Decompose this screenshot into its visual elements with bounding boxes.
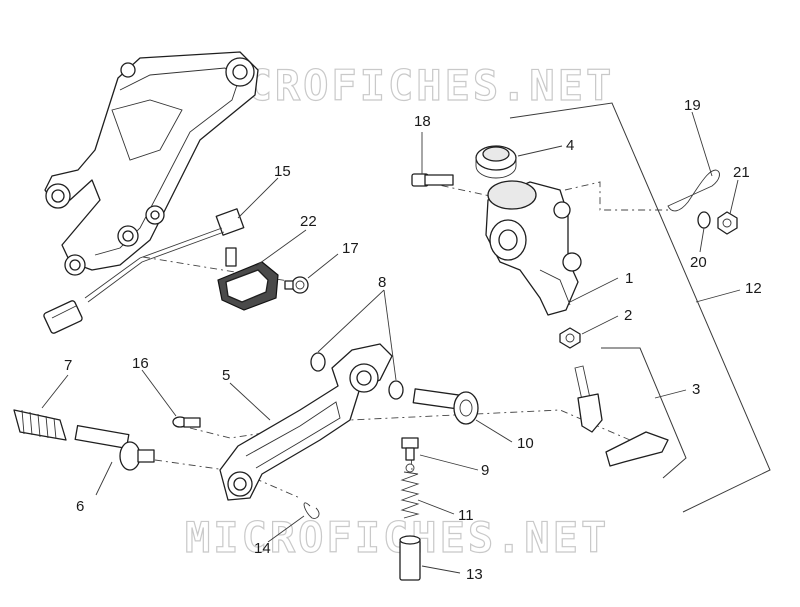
- pivot-bolt-10: [412, 388, 479, 425]
- callout-22: 22: [300, 213, 317, 230]
- callout-9: 9: [481, 462, 489, 479]
- callout-14: 14: [254, 540, 271, 557]
- callout-3: 3: [692, 381, 700, 398]
- reservoir-cap-4: [475, 145, 517, 179]
- master-cylinder-1: [485, 180, 582, 316]
- nut-2: [559, 327, 581, 349]
- watermark-top: MICROFICHES.NET: [190, 61, 614, 110]
- rubber-boot-7: [13, 409, 67, 441]
- e-clip-14: [303, 502, 320, 519]
- callout-5: 5: [222, 367, 230, 384]
- callout-13: 13: [466, 566, 483, 583]
- callout-17: 17: [342, 240, 359, 257]
- brake-light-switch-15: [43, 208, 245, 334]
- callout-19: 19: [684, 97, 701, 114]
- callout-7: 7: [64, 357, 72, 374]
- brake-pedal-5: [219, 343, 393, 501]
- callout-labels: 1 2 3 4 5 6 7 8 9 10 11 12 13 14 15 16 1…: [64, 97, 762, 583]
- pushrod-clevis-3: [574, 365, 669, 467]
- callout-11: 11: [458, 507, 474, 524]
- screw-9: [401, 437, 419, 461]
- callout-8: 8: [378, 274, 386, 291]
- footrest-bracket: [44, 51, 259, 276]
- clip-19: [667, 169, 720, 212]
- watermark-bottom: MICROFICHES.NET: [185, 513, 609, 562]
- callout-6: 6: [76, 498, 84, 515]
- o-rings-8: [310, 352, 404, 400]
- spring-11: [400, 463, 420, 519]
- assembly-frame-12: [509, 102, 771, 513]
- callout-21: 21: [733, 164, 750, 181]
- screw-17: [284, 276, 309, 294]
- pin-16: [172, 416, 201, 428]
- callout-4: 4: [566, 137, 574, 154]
- callout-16: 16: [132, 355, 149, 372]
- assembly-frame-3: [601, 347, 687, 479]
- leader-lines: [41, 111, 741, 574]
- callout-15: 15: [274, 163, 291, 180]
- callout-20: 20: [690, 254, 707, 271]
- footpeg-6: [74, 424, 155, 471]
- pin-18: [411, 173, 454, 187]
- callout-2: 2: [624, 307, 632, 324]
- callout-10: 10: [517, 435, 534, 452]
- callout-18: 18: [414, 113, 431, 130]
- washer-20: [697, 211, 711, 229]
- callout-12: 12: [745, 280, 762, 297]
- bushing-13: [399, 535, 421, 581]
- switch-bracket-22: [217, 247, 279, 311]
- callout-1: 1: [625, 270, 633, 287]
- nut-21: [717, 211, 738, 235]
